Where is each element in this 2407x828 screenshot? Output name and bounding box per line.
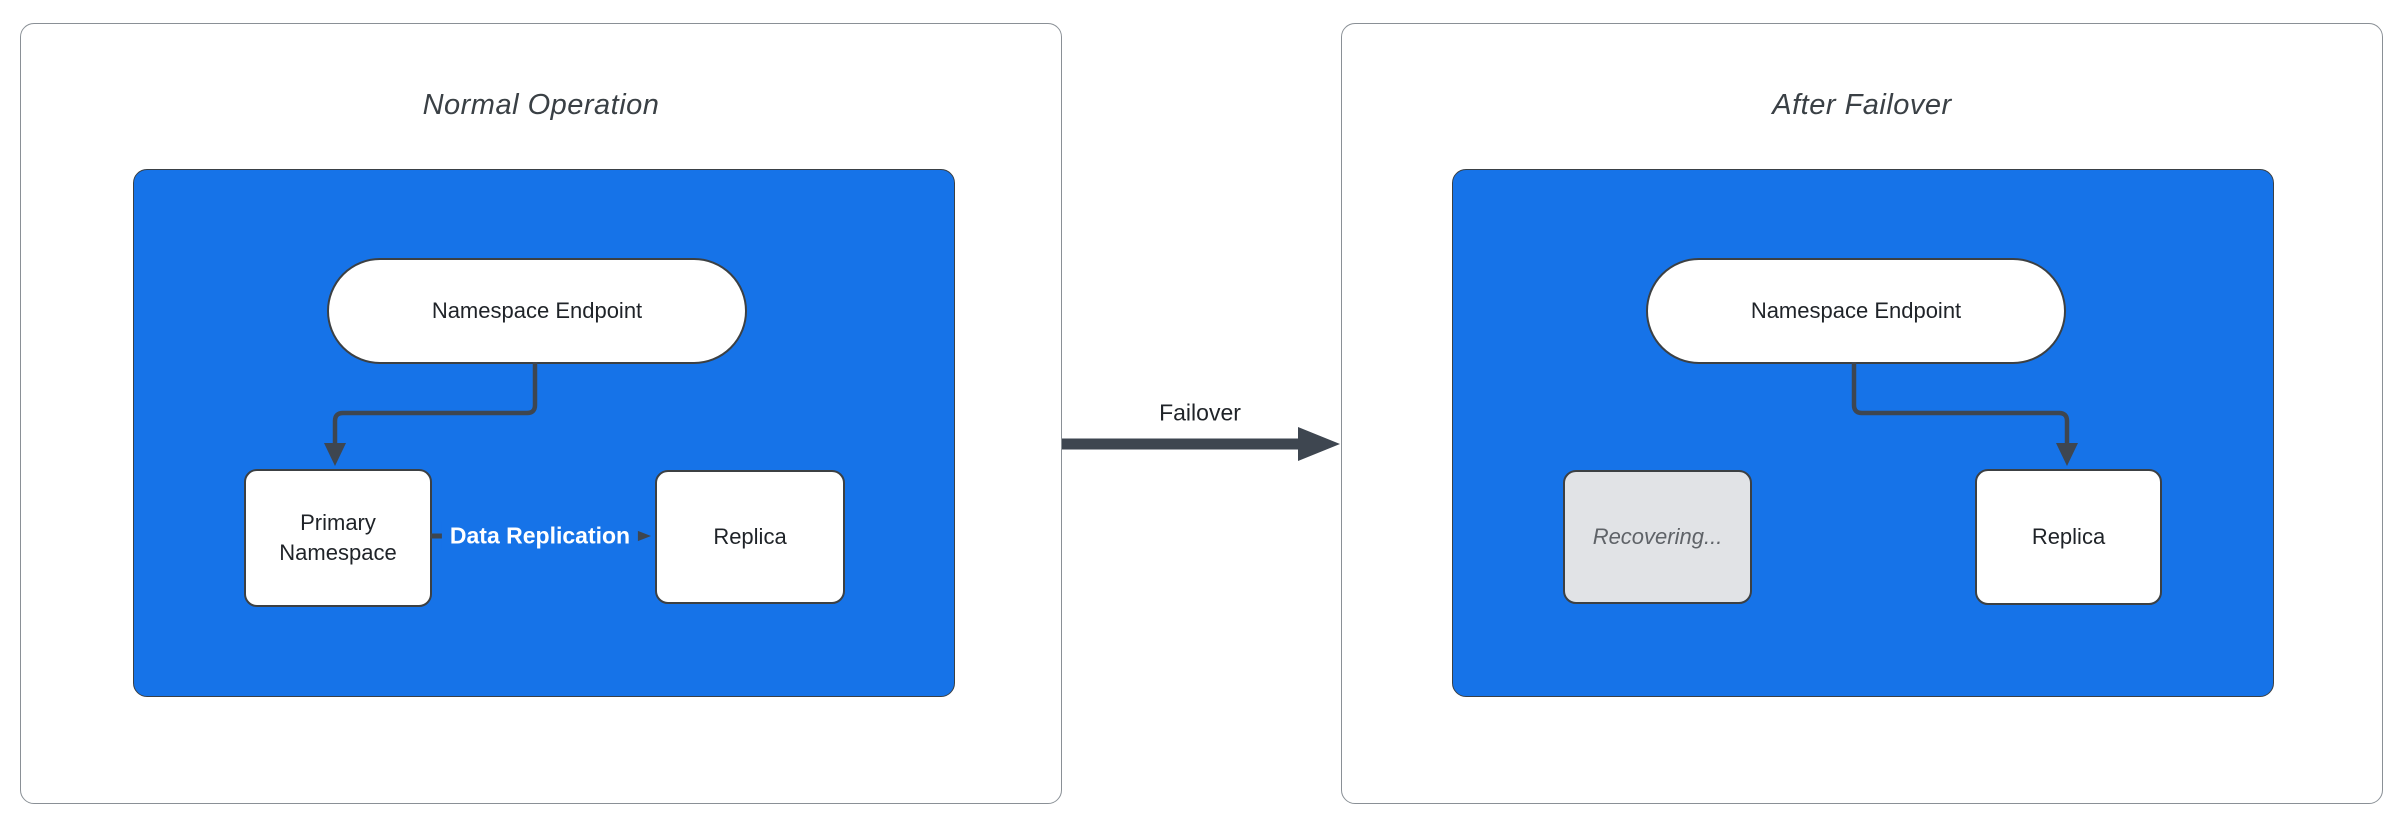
namespace-zone: Namespace Endpoint Recovering... Replica — [1452, 169, 2274, 697]
arrowhead-right-icon — [1298, 427, 1340, 461]
panel-after-failover: After Failover Namespace Endpoint Recove… — [1341, 23, 2383, 804]
namespace-endpoint-node: Namespace Endpoint — [1646, 258, 2066, 364]
data-replication-label: Data Replication — [441, 521, 639, 551]
namespace-endpoint-node: Namespace Endpoint — [327, 258, 747, 364]
namespace-endpoint-label: Namespace Endpoint — [1750, 298, 1962, 323]
recovering-node: Recovering... — [1563, 470, 1752, 604]
recovering-label: Recovering... — [1592, 524, 1723, 549]
primary-namespace-label: Primary Namespace — [279, 510, 397, 565]
failover-label: Failover — [1159, 399, 1241, 426]
panel-title: After Failover — [1772, 89, 1952, 121]
panel-normal-operation: Normal Operation Namespace Endpoint Prim… — [20, 23, 1062, 804]
replica-label: Replica — [2031, 524, 2106, 549]
namespace-endpoint-label: Namespace Endpoint — [431, 298, 643, 323]
primary-namespace-node: Primary Namespace — [244, 469, 432, 607]
failover-arrow — [1062, 427, 1340, 461]
namespace-zone: Namespace Endpoint Primary Namespace Rep… — [133, 169, 955, 697]
replica-node: Replica — [655, 470, 845, 604]
panel-title: Normal Operation — [422, 89, 660, 121]
replica-label: Replica — [713, 524, 787, 549]
replica-node: Replica — [1975, 469, 2162, 605]
